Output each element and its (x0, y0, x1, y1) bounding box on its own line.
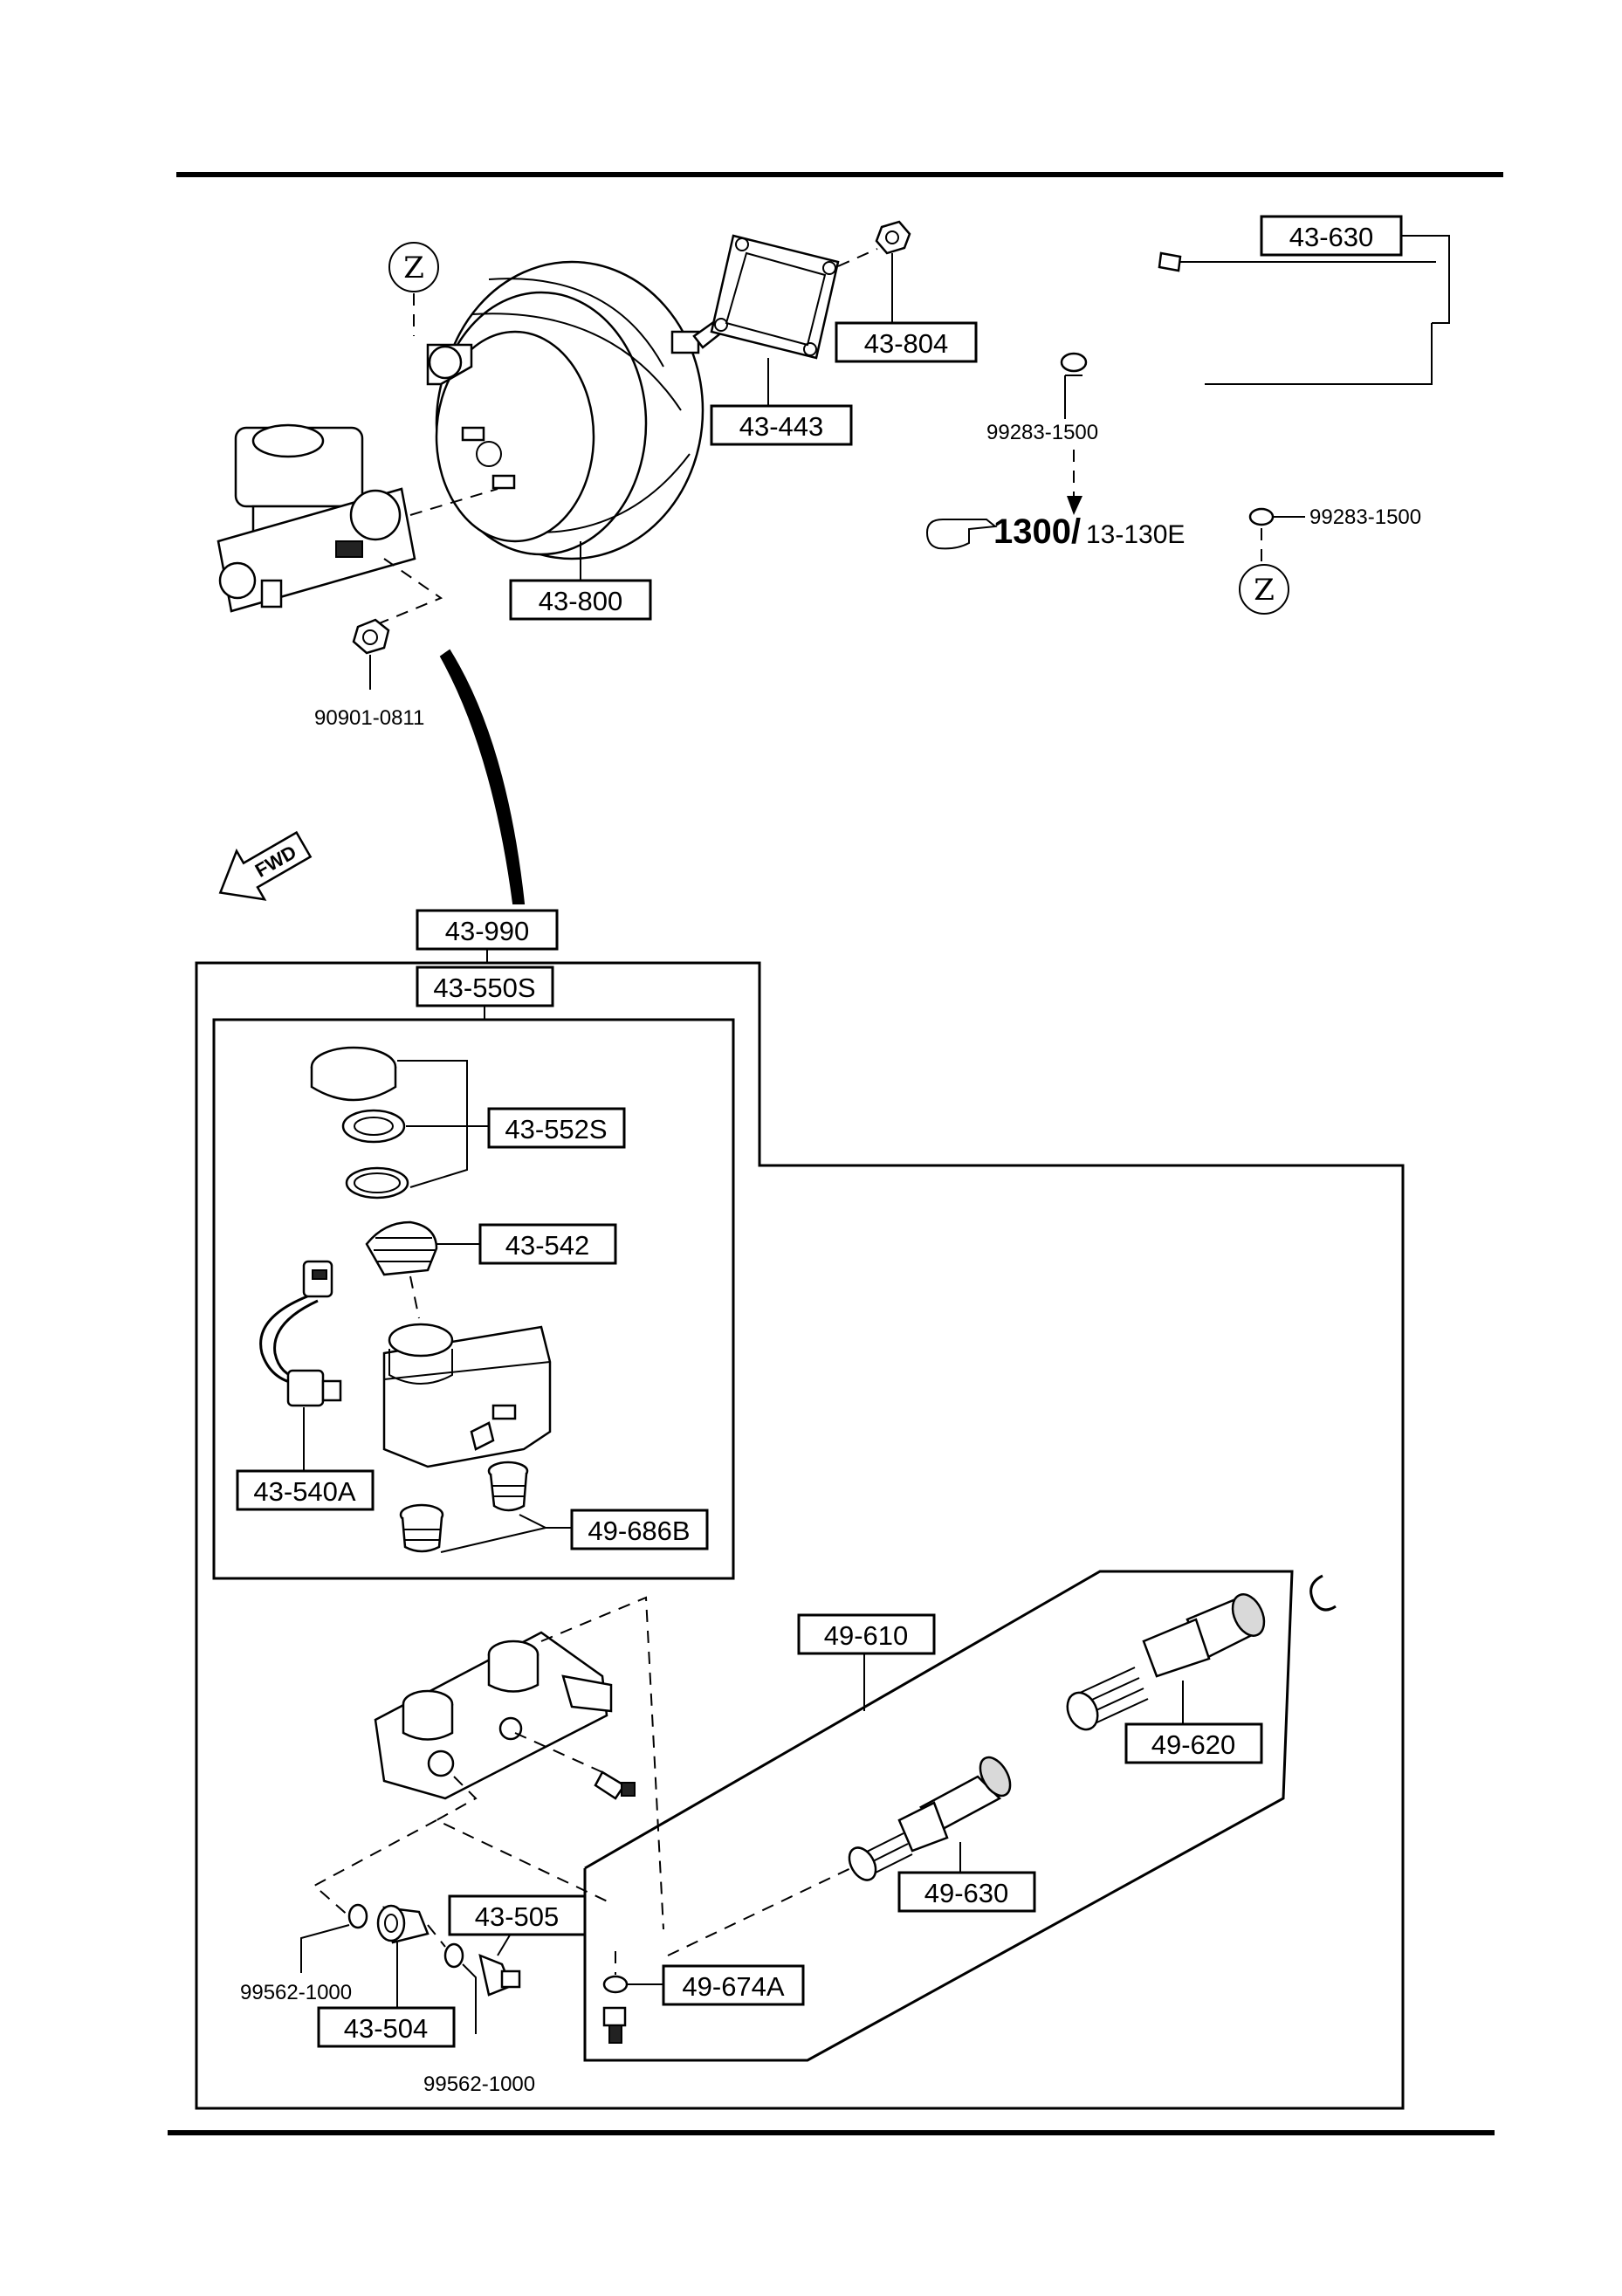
label-43-504: 43-504 (317, 2006, 456, 2048)
svg-text:43-504: 43-504 (344, 2013, 429, 2044)
svg-text:90901-0811: 90901-0811 (314, 706, 424, 730)
vacuum-hose-43-630 (1037, 251, 1436, 521)
nut-90901-0811: 90901-0811 (314, 618, 424, 730)
connector-43-504 (376, 1904, 430, 2008)
label-43-505: 43-505 (448, 1894, 587, 1936)
bolt-43-505 (478, 1933, 521, 1997)
frame-43-990 (195, 961, 1405, 2110)
svg-text:43-443: 43-443 (739, 411, 824, 442)
gasket-43-443 (710, 234, 840, 406)
z-marker-left: Z (388, 242, 439, 336)
master-cylinder-assembly (216, 423, 416, 613)
washer-99562-1000-right: 99562-1000 (423, 1942, 535, 2096)
label-49-620: 49-620 (1124, 1722, 1263, 1764)
reference-1300: 1300/ 13-130E (925, 512, 1185, 551)
svg-text:Z: Z (403, 251, 424, 285)
secondary-piston-49-630 (848, 1756, 1012, 1881)
label-43-540A: 43-540A (236, 1469, 375, 1511)
clip-99283-1500-left: 99283-1500 (986, 352, 1098, 515)
seal-49-674A (602, 1951, 663, 1994)
svg-text:49-686B: 49-686B (588, 1516, 690, 1546)
label-43-542: 43-542 (478, 1223, 617, 1265)
pointing-hand-icon (925, 519, 998, 550)
snap-ring (1309, 1574, 1337, 1612)
svg-text:43-804: 43-804 (864, 328, 949, 359)
svg-text:13-130E: 13-130E (1086, 520, 1185, 549)
cap-seal (341, 1109, 406, 1144)
svg-text:43-990: 43-990 (445, 916, 530, 946)
svg-text:43-540A: 43-540A (253, 1476, 356, 1507)
svg-text:99283-1500: 99283-1500 (986, 421, 1098, 444)
svg-text:43-800: 43-800 (539, 586, 623, 616)
label-49-610: 49-610 (797, 1613, 936, 1655)
leader-to-43-990 (439, 649, 526, 904)
svg-text:49-630: 49-630 (924, 1878, 1009, 1908)
brake-booster-43-800 (426, 260, 733, 560)
svg-text:49-620: 49-620 (1151, 1729, 1236, 1760)
reservoir-cap (310, 1046, 397, 1102)
svg-text:99562-1000: 99562-1000 (423, 2073, 535, 2096)
grommet-lower (399, 1503, 444, 1553)
reservoir (382, 1323, 552, 1468)
label-43-630-top: 43-630 (1260, 215, 1403, 257)
svg-text:43-542: 43-542 (505, 1230, 590, 1261)
fwd-arrow-icon: FWD (218, 830, 313, 901)
primary-piston-49-620 (1066, 1593, 1266, 1731)
svg-text:43-630: 43-630 (1289, 222, 1374, 252)
svg-text:99562-1000: 99562-1000 (240, 1981, 352, 2004)
svg-text:43-552S: 43-552S (505, 1114, 607, 1145)
label-49-674A: 49-674A (662, 1964, 805, 2006)
fluid-level-sensor-43-540A (259, 1260, 342, 1471)
label-43-550S: 43-550S (416, 966, 554, 1007)
label-49-686B: 49-686B (570, 1509, 709, 1550)
washer-99562-1000-left: 99562-1000 (240, 1903, 368, 2004)
svg-text:99283-1500: 99283-1500 (1309, 505, 1421, 529)
label-49-630: 49-630 (897, 1871, 1036, 1913)
label-43-552S: 43-552S (487, 1107, 626, 1149)
svg-text:43-550S: 43-550S (433, 973, 535, 1003)
frame-43-550S (212, 1018, 735, 1580)
label-43-800: 43-800 (509, 579, 652, 621)
grommet-upper (487, 1461, 529, 1512)
bleeder-screw (594, 1770, 636, 1800)
label-43-443: 43-443 (710, 404, 853, 446)
svg-text:49-610: 49-610 (824, 1620, 909, 1651)
cap-o-ring (345, 1166, 409, 1200)
stop-bolt (602, 2006, 627, 2044)
frame-49-610 (583, 1570, 1294, 2062)
strainer-43-542 (365, 1220, 438, 1276)
svg-text:1300/: 1300/ (993, 512, 1081, 551)
label-43-804: 43-804 (835, 321, 978, 363)
svg-text:49-674A: 49-674A (682, 1971, 785, 2002)
nut-43-804 (875, 220, 911, 323)
svg-text:Z: Z (1254, 573, 1275, 608)
label-43-990: 43-990 (416, 909, 559, 951)
clip-99283-1500-right: 99283-1500 (1248, 505, 1421, 563)
z-marker-right: Z (1239, 564, 1289, 615)
master-cylinder-body (374, 1631, 613, 1800)
svg-text:43-505: 43-505 (475, 1901, 560, 1932)
